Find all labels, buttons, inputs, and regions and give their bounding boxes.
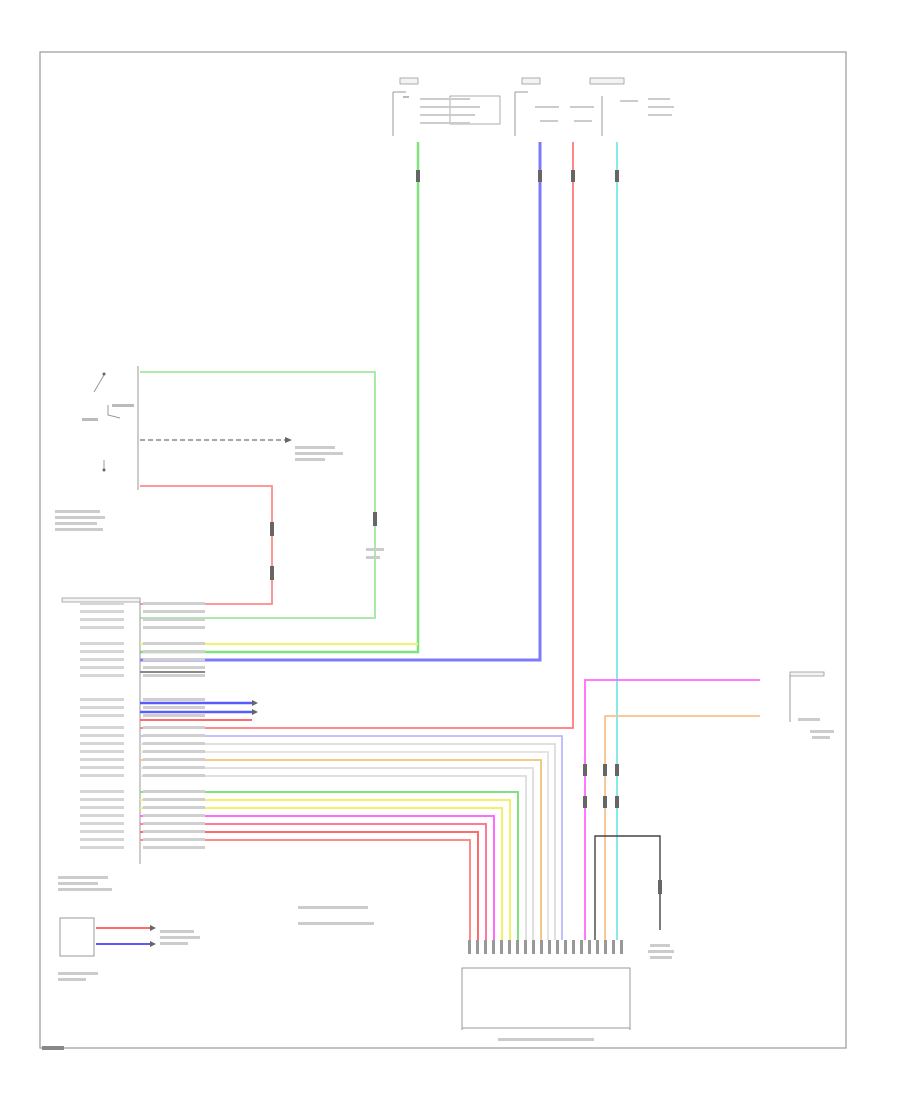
pin-row-label xyxy=(80,674,124,677)
pin-row-code xyxy=(143,706,205,709)
wire-yellow3 xyxy=(140,807,503,940)
wire-red2 xyxy=(140,831,479,940)
fuse-block-left xyxy=(392,77,501,136)
pin-row-code xyxy=(143,626,205,629)
fuse-block-mid xyxy=(514,77,594,136)
pin-row-label xyxy=(80,642,124,645)
pin-row-label xyxy=(80,846,124,849)
wire-green-switch-return xyxy=(140,595,376,619)
wire-lgray1 xyxy=(140,743,556,940)
wire-red-switch xyxy=(140,485,273,605)
pin-row-label xyxy=(80,774,124,777)
wire-blue-batt xyxy=(140,142,542,662)
fuse-block-right xyxy=(589,77,674,136)
pin-row-label xyxy=(80,650,124,653)
wire-orange xyxy=(140,759,542,940)
pin-row-code xyxy=(143,846,205,849)
pin-row-label xyxy=(80,698,124,701)
pin-row-code xyxy=(143,750,205,753)
wire-green-ign xyxy=(140,142,420,654)
wire-lgray2 xyxy=(140,751,549,940)
pin-row-label xyxy=(80,714,124,717)
pin-row-label xyxy=(80,618,124,621)
pin-row-label xyxy=(80,798,124,801)
pin-row-label xyxy=(80,758,124,761)
wire-magenta xyxy=(140,815,495,940)
wire-red3 xyxy=(140,839,471,940)
pin-row-code xyxy=(143,774,205,777)
pin-row-code xyxy=(143,742,205,745)
pin-row-code xyxy=(143,758,205,761)
connector-label xyxy=(498,1038,594,1041)
legend xyxy=(298,906,374,925)
wire-green-switch xyxy=(140,371,376,595)
pin-row-code xyxy=(143,666,205,669)
pin-row-code xyxy=(143,674,205,677)
pin-row-code xyxy=(143,830,205,833)
wire-orange-right xyxy=(604,715,760,940)
right-component xyxy=(789,671,834,739)
pin-row-code xyxy=(143,650,205,653)
control-unit-caption xyxy=(58,876,108,879)
wire-lavender xyxy=(140,735,563,940)
pin-row-label xyxy=(80,706,124,709)
pin-row-label xyxy=(80,734,124,737)
pin-row-label xyxy=(80,822,124,825)
wire-magenta-right xyxy=(584,679,760,940)
pin-row-labels xyxy=(80,602,205,849)
wire-pink xyxy=(140,823,487,940)
wire-lgray3 xyxy=(140,767,534,940)
pin-row-code xyxy=(143,726,205,729)
diagnostic-connector xyxy=(461,967,631,1030)
pin-row-label xyxy=(80,750,124,753)
pin-row-label xyxy=(80,610,124,613)
pin-row-code xyxy=(143,610,205,613)
pin-row-label xyxy=(80,742,124,745)
pin-row-code xyxy=(143,766,205,769)
pin-row-label xyxy=(80,838,124,841)
steering-switch xyxy=(55,366,139,531)
pin-row-code xyxy=(143,714,205,717)
pin-row-label xyxy=(80,790,124,793)
pin-row-label xyxy=(80,830,124,833)
pin-row-code xyxy=(143,618,205,621)
wire-red-acc xyxy=(140,142,574,729)
pin-row-code xyxy=(143,790,205,793)
pin-row-label xyxy=(80,602,124,605)
pin-row-label xyxy=(80,658,124,661)
pin-row-code xyxy=(143,734,205,737)
combination-meter xyxy=(58,917,200,981)
figure-tag xyxy=(42,1046,64,1050)
diagram-frame xyxy=(39,51,847,1049)
pin-row-label xyxy=(80,626,124,629)
pin-row-code xyxy=(143,822,205,825)
pin-row-code xyxy=(143,698,205,701)
wire-green2 xyxy=(140,791,519,940)
connector-pins xyxy=(468,940,623,954)
pin-row-code xyxy=(143,806,205,809)
wire-connectors-top xyxy=(416,170,619,182)
pin-row-code xyxy=(143,838,205,841)
pin-row-label xyxy=(80,726,124,729)
pin-row-label xyxy=(80,766,124,769)
pin-row-code xyxy=(143,814,205,817)
pin-row-code xyxy=(143,798,205,801)
pin-row-label xyxy=(80,814,124,817)
pin-row-code xyxy=(143,658,205,661)
wire-yellow2 xyxy=(140,799,511,940)
pin-row-label xyxy=(80,666,124,669)
pin-row-code xyxy=(143,602,205,605)
pin-row-code xyxy=(143,642,205,645)
wire-lgray4 xyxy=(140,775,527,940)
pin-row-label xyxy=(80,806,124,809)
